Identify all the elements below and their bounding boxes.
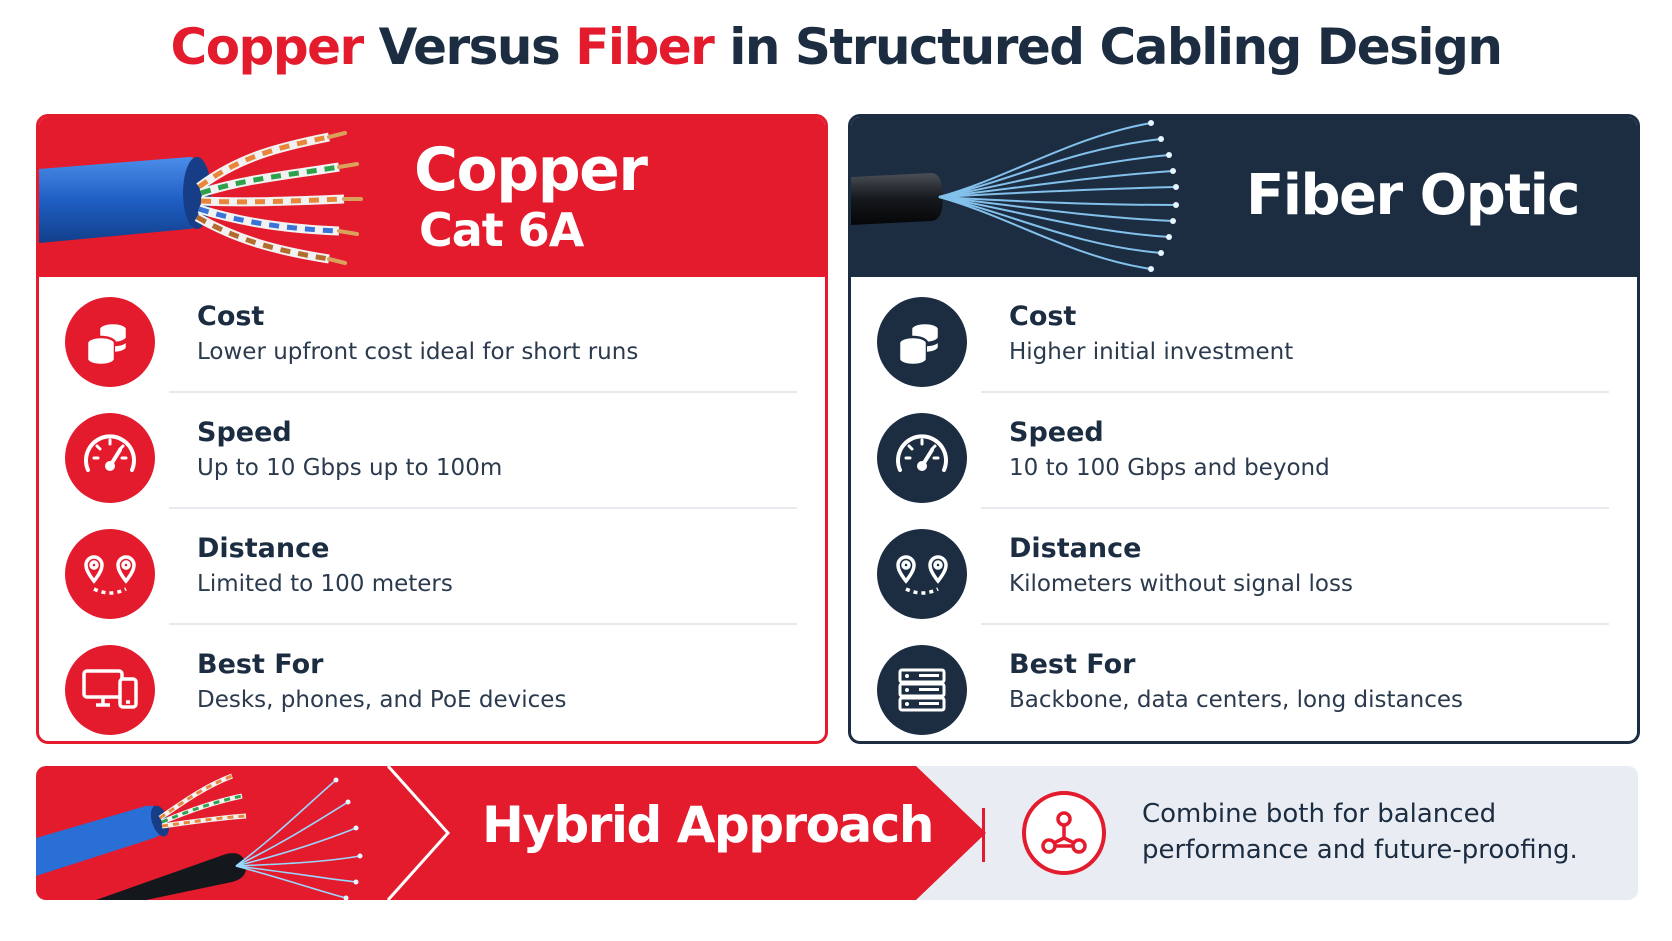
location-pins-icon <box>877 529 967 619</box>
copper-speed-label: Speed <box>197 417 292 448</box>
copper-row-best-for: Best For Desks, phones, and PoE devices <box>39 625 825 741</box>
hybrid-cables-icon <box>36 773 363 900</box>
fiber-card-header: Fiber Optic <box>851 117 1637 277</box>
row-divider <box>981 391 1609 393</box>
page-title: Copper Versus Fiber in Structured Cablin… <box>0 18 1672 76</box>
fiber-row-speed: Speed 10 to 100 Gbps and beyond <box>851 393 1637 509</box>
fiber-cable-icon <box>851 120 1179 272</box>
fiber-row-cost: Cost Higher initial investment <box>851 277 1637 393</box>
title-fiber-word: Fiber <box>575 18 715 76</box>
hybrid-description-line2: performance and future-proofing. <box>1142 835 1578 865</box>
copper-row-speed: Speed Up to 10 Gbps up to 100m <box>39 393 825 509</box>
hybrid-banner: Hybrid Approach Combine both for balance… <box>36 766 1638 900</box>
coins-icon <box>65 297 155 387</box>
row-divider <box>981 623 1609 625</box>
copper-best-for-desc: Desks, phones, and PoE devices <box>197 687 567 713</box>
fiber-row-best-for: Best For Backbone, data centers, long di… <box>851 625 1637 741</box>
copper-subtitle: Cat 6A <box>419 203 584 257</box>
server-rack-icon <box>877 645 967 735</box>
copper-card-header: Copper Cat 6A <box>39 117 825 277</box>
devices-icon <box>65 645 155 735</box>
network-nodes-icon <box>1022 791 1106 875</box>
copper-speed-desc: Up to 10 Gbps up to 100m <box>197 455 503 481</box>
fiber-speed-desc: 10 to 100 Gbps and beyond <box>1009 455 1330 481</box>
hybrid-separator <box>982 808 985 862</box>
speedometer-icon <box>877 413 967 503</box>
fiber-best-for-label: Best For <box>1009 649 1136 680</box>
copper-best-for-label: Best For <box>197 649 324 680</box>
hybrid-description-line1: Combine both for balanced <box>1142 799 1497 829</box>
row-divider <box>169 391 797 393</box>
copper-cost-desc: Lower upfront cost ideal for short runs <box>197 339 639 365</box>
fiber-rows: Cost Higher initial investment <box>851 277 1637 741</box>
fiber-row-distance: Distance Kilometers without signal loss <box>851 509 1637 625</box>
row-divider <box>169 623 797 625</box>
fiber-distance-desc: Kilometers without signal loss <box>1009 571 1353 597</box>
copper-cost-label: Cost <box>197 301 265 332</box>
hybrid-banner-arrow <box>36 766 986 900</box>
copper-title: Copper <box>414 135 648 205</box>
fiber-title: Fiber Optic <box>1246 163 1580 228</box>
row-divider <box>169 507 797 509</box>
hybrid-title: Hybrid Approach <box>482 796 935 854</box>
fiber-cost-label: Cost <box>1009 301 1077 332</box>
speedometer-icon <box>65 413 155 503</box>
row-divider <box>981 507 1609 509</box>
fiber-speed-label: Speed <box>1009 417 1104 448</box>
title-versus-word: Versus <box>362 18 576 76</box>
copper-cable-icon <box>39 131 363 265</box>
title-copper-word: Copper <box>170 18 365 76</box>
location-pins-icon <box>65 529 155 619</box>
coins-icon <box>877 297 967 387</box>
title-rest: in Structured Cabling Design <box>713 18 1503 76</box>
copper-distance-desc: Limited to 100 meters <box>197 571 453 597</box>
fiber-distance-label: Distance <box>1009 533 1142 564</box>
fiber-best-for-desc: Backbone, data centers, long distances <box>1009 687 1463 713</box>
copper-distance-label: Distance <box>197 533 330 564</box>
copper-rows: Cost Lower upfront cost ideal for short … <box>39 277 825 741</box>
fiber-card: Fiber Optic Cost Higher initial investme… <box>848 114 1640 744</box>
copper-row-distance: Distance Limited to 100 meters <box>39 509 825 625</box>
copper-card: Copper Cat 6A Cost Lower upfront cost id… <box>36 114 828 744</box>
fiber-cost-desc: Higher initial investment <box>1009 339 1294 365</box>
hybrid-description: Combine both for balanced performance an… <box>1142 796 1578 868</box>
copper-row-cost: Cost Lower upfront cost ideal for short … <box>39 277 825 393</box>
